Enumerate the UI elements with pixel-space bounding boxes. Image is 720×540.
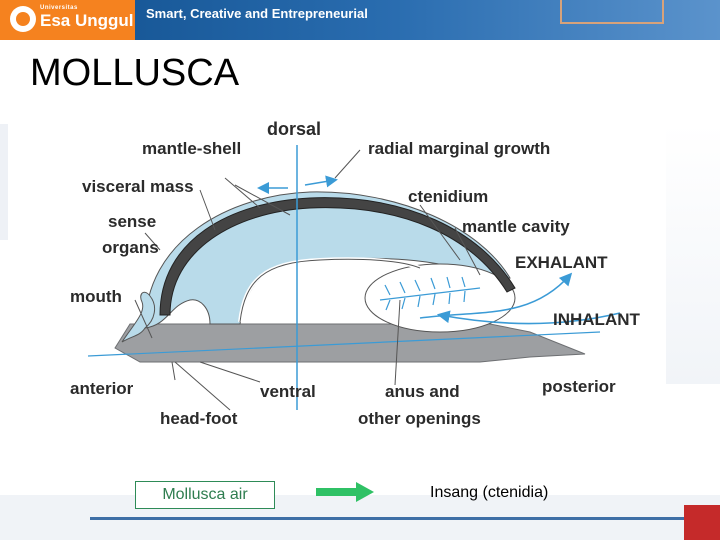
slide-title: MOLLUSCA xyxy=(30,52,240,94)
logo-subtitle: Universitas xyxy=(40,5,78,11)
footer-accent xyxy=(684,505,720,540)
university-logo-icon xyxy=(10,6,36,32)
label-mouth: mouth xyxy=(70,287,122,306)
label-anus-and: anus and xyxy=(385,382,460,401)
label-anterior: anterior xyxy=(70,379,134,398)
label-radial-marginal-growth: radial marginal growth xyxy=(368,139,550,158)
right-arrow-icon xyxy=(316,482,374,502)
label-ctenidium: ctenidium xyxy=(408,187,488,206)
mouth-shape xyxy=(121,291,156,343)
left-decoration xyxy=(0,124,8,240)
label-ventral: ventral xyxy=(260,382,316,401)
foot-shape xyxy=(114,323,586,363)
mollusca-anatomy-diagram: dorsal mantle-shell radial marginal grow… xyxy=(70,119,640,428)
label-posterior: posterior xyxy=(542,377,616,396)
insang-text: Insang (ctenidia) xyxy=(430,484,549,501)
header-bar: Universitas Esa Unggul Smart, Creative a… xyxy=(0,0,720,40)
right-decoration xyxy=(666,124,720,384)
label-mantle-cavity: mantle cavity xyxy=(462,217,570,236)
shell-shape xyxy=(159,197,516,316)
logo-area: Universitas Esa Unggul xyxy=(0,0,135,40)
logo-name: Esa Unggul xyxy=(40,11,134,30)
label-head-foot: head-foot xyxy=(160,409,238,428)
label-inhalant: INHALANT xyxy=(553,310,640,329)
horizontal-axis-line xyxy=(87,331,601,357)
tagline: Smart, Creative and Entrepreneurial xyxy=(146,6,368,21)
ctenidium-shape xyxy=(379,276,481,311)
label-sense: sense xyxy=(108,212,156,231)
label-exhalant: EXHALANT xyxy=(515,253,608,272)
label-other-openings: other openings xyxy=(358,409,481,428)
header-decoration xyxy=(560,0,664,24)
mollusca-air-box: Mollusca air xyxy=(135,481,275,509)
mantle-cavity-shape xyxy=(364,263,516,333)
label-mantle-shell: mantle-shell xyxy=(142,139,241,158)
label-organs: organs xyxy=(102,238,159,257)
label-visceral-mass: visceral mass xyxy=(82,177,194,196)
footer-line xyxy=(90,517,720,520)
inhalant-flow-arrow xyxy=(436,310,621,325)
label-dorsal: dorsal xyxy=(267,119,321,139)
